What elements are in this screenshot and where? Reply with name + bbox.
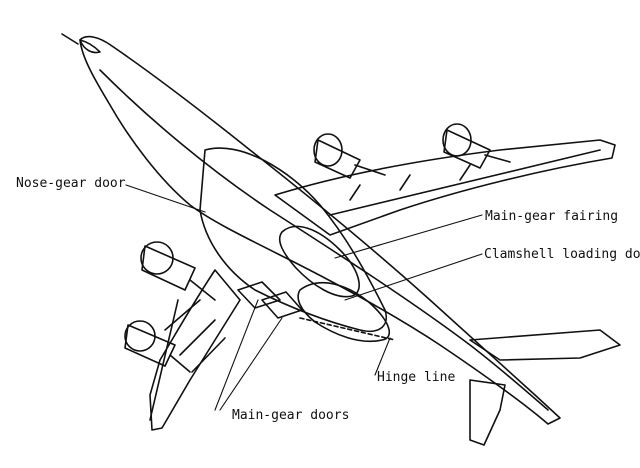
- right-wing-flap-track-1: [349, 184, 361, 201]
- engine-right-inboard: [313, 133, 386, 179]
- main-gear-fairing-label: Main-gear fairing: [485, 209, 619, 224]
- main-gear-fairing-shape: [278, 225, 360, 298]
- left-wing-flap-track-1: [164, 299, 201, 331]
- main-gear-doors-label: Main-gear doors: [232, 408, 350, 423]
- main-gear-door-1: [237, 281, 281, 309]
- fuselage-outline: [79, 35, 561, 425]
- nose-cone: [79, 39, 101, 54]
- left-wing-flap-track-2: [179, 319, 216, 356]
- right-wing-flap-track-3: [459, 164, 471, 181]
- clamshell-loading-door-label: Clamshell loading door: [484, 247, 640, 262]
- leader-hinge-line: [374, 337, 391, 376]
- engine-right-outboard: [442, 123, 511, 169]
- left-horizontal-stabilizer: [469, 379, 506, 446]
- leader-main-gear-fairing: [334, 214, 483, 259]
- left-wing: [149, 269, 241, 431]
- leader-clamshell-loading-door: [344, 253, 483, 301]
- clamshell-loading-door-shape: [297, 282, 391, 343]
- nose-gear-door-label: Nose-gear door: [16, 176, 126, 191]
- right-horizontal-stabilizer: [469, 329, 621, 361]
- pitot-probe: [61, 33, 79, 45]
- right-wing: [274, 139, 616, 236]
- leader-nose-gear-door: [125, 184, 206, 213]
- left-wing-flap-track-3: [191, 337, 226, 373]
- leader-main-gear-doors-a: [214, 299, 259, 411]
- main-gear-door-2: [261, 291, 303, 319]
- hinge-line-shape: [299, 317, 396, 341]
- engine-left-inboard: [140, 241, 216, 301]
- right-wing-flap-track-2: [399, 174, 411, 191]
- engine-left-outboard: [124, 320, 191, 373]
- wing-body-fairing: [199, 147, 387, 332]
- leader-main-gear-doors-b: [219, 317, 283, 411]
- hinge-line-label: Hinge line: [377, 370, 456, 385]
- fuselage-belly-line: [99, 69, 549, 411]
- left-wing-flap-line: [149, 299, 179, 421]
- right-wing-flap-line: [329, 149, 601, 216]
